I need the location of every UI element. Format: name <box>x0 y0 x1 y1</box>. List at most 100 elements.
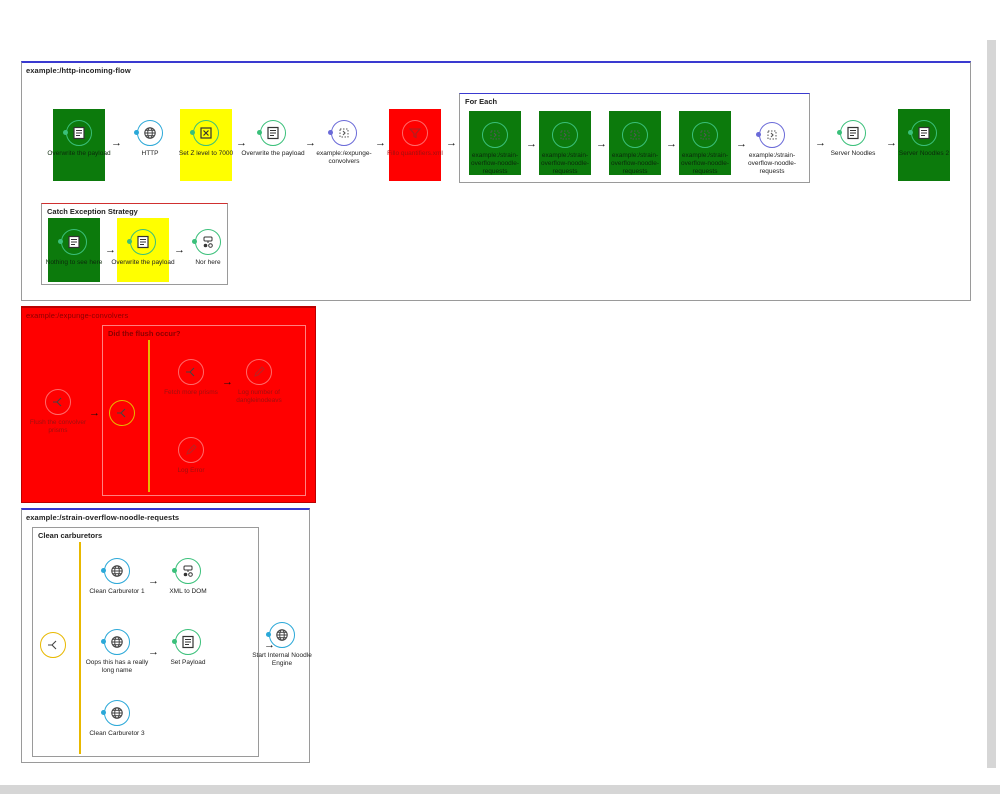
node-label: example:/strain-overflow-noodle-requests <box>540 152 590 175</box>
node-set-payload[interactable]: Set Payload <box>162 618 214 680</box>
node-foreach-ref-5[interactable]: example:/strain-overflow-noodle-requests <box>746 111 798 175</box>
arrow-icon: → <box>105 244 116 256</box>
node-label: Log number of dangleinodeavs <box>236 389 282 404</box>
arrow-icon: → <box>222 376 233 388</box>
node-set-z-level[interactable]: Set Z level to 7000 <box>179 109 233 181</box>
router-line <box>148 340 150 492</box>
arrow-icon: → <box>666 138 677 150</box>
flow-ref-icon <box>328 120 357 146</box>
arrow-icon: → <box>736 138 747 150</box>
arrow-icon: → <box>526 138 537 150</box>
router-line <box>79 542 81 754</box>
node-overwrite-payload-2[interactable]: Overwrite the payload <box>241 109 305 181</box>
choice-router[interactable]: Did the flush occur? Fetch more prisms →… <box>102 325 306 496</box>
node-label: Oops this has a really long name <box>85 659 149 674</box>
horizontal-scrollbar[interactable] <box>0 785 1000 794</box>
node-label: Overwrite the payload <box>111 259 175 266</box>
node-log-number[interactable]: Log number of dangleinodeavs <box>233 348 285 408</box>
arrow-icon: → <box>89 407 100 419</box>
node-log-error[interactable]: Log Error <box>165 426 217 486</box>
node-http[interactable]: HTTP <box>124 109 176 181</box>
node-label: Set Payload <box>170 659 206 666</box>
flow-ref-icon <box>482 122 508 148</box>
flow-http-incoming: example:/http-incoming-flow Overwrite th… <box>21 61 971 301</box>
node-label: Flush the convolver prisms <box>29 419 87 434</box>
node-xml-to-dom[interactable]: XML to DOM <box>162 547 214 609</box>
node-nothing-to-see[interactable]: Nothing to see here <box>46 218 102 282</box>
node-label: XML to DOM <box>169 588 207 595</box>
arrow-icon: → <box>375 137 386 149</box>
arrow-icon: → <box>815 137 826 149</box>
globe-icon <box>134 120 163 146</box>
dom-icon <box>172 558 201 584</box>
node-label: Start Internal Noodle Engine <box>252 652 312 667</box>
node-clean-carburetor-3[interactable]: Clean Carburetor 3 <box>89 689 145 751</box>
node-server-noodles[interactable]: Server Noodles <box>827 109 879 181</box>
flush-icon <box>45 389 71 415</box>
set-payload-icon <box>127 229 156 255</box>
catch-exception-strategy[interactable]: Catch Exception Strategy Nothing to see … <box>41 203 228 285</box>
flow-ref-icon <box>692 122 718 148</box>
arrow-icon: → <box>305 137 316 149</box>
node-foreach-ref-3[interactable]: example:/strain-overflow-noodle-requests <box>609 111 661 175</box>
node-filter[interactable]: Fillo quantifiers.xml <box>387 109 443 181</box>
vertical-scrollbar[interactable] <box>987 40 996 768</box>
filter-icon <box>402 120 428 146</box>
for-each-scope[interactable]: For Each example:/strain-overflow-noodle… <box>459 93 810 183</box>
arrow-icon: → <box>148 575 159 587</box>
scope-title: Catch Exception Strategy <box>47 207 138 216</box>
arrow-icon: → <box>264 639 275 651</box>
set-payload-icon <box>172 629 201 655</box>
node-label: example:/strain-overflow-noodle-requests <box>610 152 660 175</box>
arrow-icon: → <box>236 137 247 149</box>
dom-icon <box>192 229 221 255</box>
scope-title: For Each <box>465 97 498 106</box>
node-label: Clean Carburetor 1 <box>89 588 145 595</box>
node-foreach-ref-4[interactable]: example:/strain-overflow-noodle-requests <box>679 111 731 175</box>
node-clean-carburetor-1[interactable]: Clean Carburetor 1 <box>89 547 145 609</box>
node-nor-here[interactable]: Nor here <box>182 218 234 282</box>
node-foreach-ref-2[interactable]: example:/strain-overflow-noodle-requests <box>539 111 591 175</box>
node-label: Fillo quantifiers.xml <box>387 150 443 157</box>
flow-title: example:/expunge-convolvers <box>26 311 129 320</box>
scope-title: Did the flush occur? <box>108 329 181 338</box>
globe-icon <box>101 700 130 726</box>
set-payload-icon <box>63 120 92 146</box>
flush-icon <box>178 359 204 385</box>
set-payload-icon <box>257 120 286 146</box>
node-overwrite-payload-1[interactable]: Overwrite the payload <box>47 109 111 181</box>
scatter-gather-scope[interactable]: Clean carburetors Clean Carburetor 1 → X… <box>32 527 259 757</box>
set-payload-icon <box>58 229 87 255</box>
set-payload-icon <box>908 120 937 146</box>
node-label: Server Noodles <box>830 150 876 157</box>
logger-icon <box>246 359 272 385</box>
node-label: Overwrite the payload <box>47 150 111 157</box>
transform-icon <box>190 120 219 146</box>
set-payload-icon <box>837 120 866 146</box>
node-flow-ref-expunge[interactable]: example:/expunge-convolvers <box>316 109 372 181</box>
arrow-icon: → <box>174 244 185 256</box>
node-catch-overwrite-payload[interactable]: Overwrite the payload <box>111 218 175 282</box>
node-label: Nor here <box>195 259 221 266</box>
globe-icon <box>101 629 130 655</box>
node-oops-long-name[interactable]: Oops this has a really long name <box>86 618 148 680</box>
node-label: Fetch more prisms <box>164 389 218 396</box>
flow-ref-icon <box>552 122 578 148</box>
logger-icon <box>178 437 204 463</box>
arrow-icon: → <box>886 137 897 149</box>
flow-ref-icon <box>756 122 785 148</box>
node-flush-convolver[interactable]: Flush the convolver prisms <box>30 378 86 448</box>
node-label: Set Z level to 7000 <box>178 150 234 157</box>
node-label: example:/expunge-convolvers <box>316 150 372 165</box>
node-label: Log Error <box>177 467 205 474</box>
node-label: Server Noodles 2 <box>898 150 950 157</box>
node-fetch-more-prisms[interactable]: Fetch more prisms <box>164 348 218 408</box>
scope-title: Clean carburetors <box>38 531 103 540</box>
arrow-icon: → <box>446 137 457 149</box>
node-server-noodles-2[interactable]: Server Noodles 2 <box>898 109 950 181</box>
flow-title: example:/strain-overflow-noodle-requests <box>26 513 180 522</box>
node-start-noodle-engine[interactable]: Start Internal Noodle Engine <box>252 611 312 681</box>
scatter-gather-icon <box>40 632 66 658</box>
choice-icon <box>109 400 135 426</box>
node-foreach-ref-1[interactable]: example:/strain-overflow-noodle-requests <box>469 111 521 175</box>
